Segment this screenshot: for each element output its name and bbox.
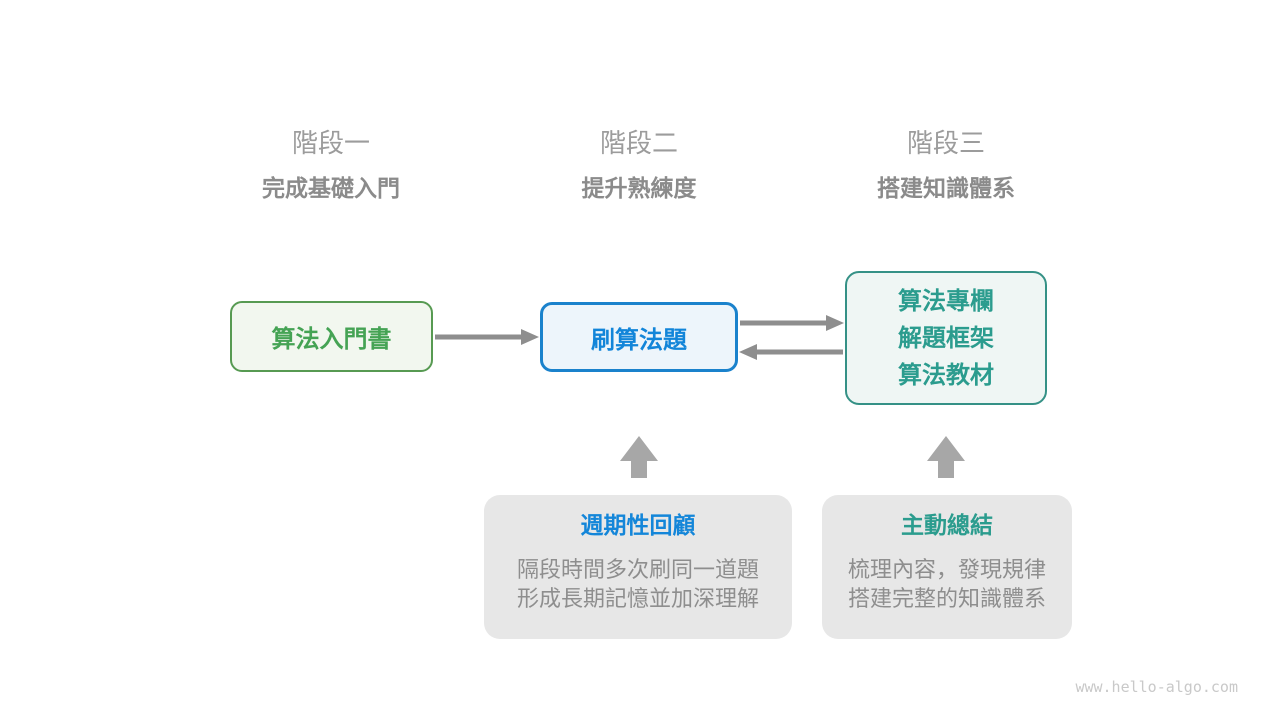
note-active-summary-body: 梳理內容，發現規律 搭建完整的知識體系 bbox=[822, 555, 1072, 613]
arrow-book-to-practice-icon bbox=[435, 329, 539, 345]
node-beginner-book: 算法入門書 bbox=[230, 301, 433, 372]
note-periodic-review-body: 隔段時間多次刷同一道題 形成長期記憶並加深理解 bbox=[484, 555, 792, 613]
up-block-arrow-summary-icon bbox=[927, 436, 965, 478]
watermark: www.hello-algo.com bbox=[1075, 678, 1238, 696]
node-practice-problems-label: 刷算法題 bbox=[591, 326, 687, 354]
node-advanced-line-1: 算法專欄 bbox=[898, 287, 994, 315]
arrow-practice-to-advanced-icon bbox=[740, 315, 844, 331]
stage-1-label: 階段一 bbox=[291, 128, 370, 158]
stage-2-subtitle: 提升熟練度 bbox=[581, 175, 697, 201]
node-beginner-book-label: 算法入門書 bbox=[271, 326, 392, 353]
note-active-summary-line-2: 搭建完整的知識體系 bbox=[847, 586, 1046, 611]
note-periodic-review-title: 週期性回顧 bbox=[580, 512, 696, 538]
note-active-summary-title: 主動總結 bbox=[901, 512, 993, 538]
stage-1-subtitle: 完成基礎入門 bbox=[262, 175, 400, 201]
node-practice-problems: 刷算法題 bbox=[540, 302, 738, 372]
node-advanced-line-2: 解題框架 bbox=[898, 324, 994, 352]
stage-3-header: 階段三 搭建知識體系 bbox=[796, 128, 1096, 202]
stage-3-label: 階段三 bbox=[906, 128, 985, 158]
note-periodic-review-line-2: 形成長期記憶並加深理解 bbox=[516, 586, 759, 611]
up-block-arrow-review-icon bbox=[620, 436, 658, 478]
stage-1-header: 階段一 完成基礎入門 bbox=[181, 128, 481, 202]
stage-2-header: 階段二 提升熟練度 bbox=[489, 128, 789, 202]
note-active-summary-line-1: 梳理內容，發現規律 bbox=[847, 557, 1046, 582]
stage-3-subtitle: 搭建知識體系 bbox=[877, 175, 1015, 201]
note-periodic-review: 週期性回顧 隔段時間多次刷同一道題 形成長期記憶並加深理解 bbox=[484, 495, 792, 639]
arrow-advanced-to-practice-icon bbox=[739, 344, 843, 360]
note-active-summary: 主動總結 梳理內容，發現規律 搭建完整的知識體系 bbox=[822, 495, 1072, 639]
note-periodic-review-line-1: 隔段時間多次刷同一道題 bbox=[516, 557, 759, 582]
node-advanced-line-3: 算法教材 bbox=[898, 361, 994, 389]
node-advanced-materials: 算法專欄 解題框架 算法教材 bbox=[845, 271, 1047, 405]
stage-2-label: 階段二 bbox=[599, 128, 678, 158]
